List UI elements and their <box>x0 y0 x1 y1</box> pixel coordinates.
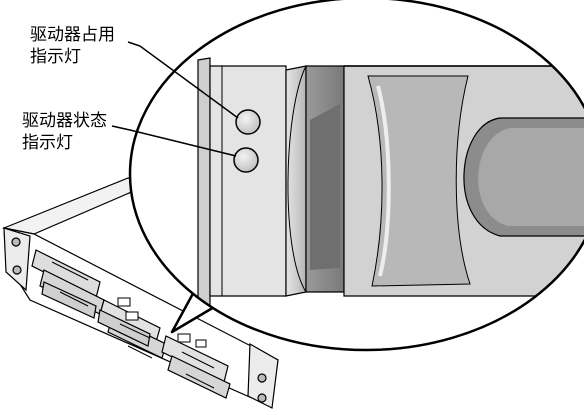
server-chassis <box>1 177 279 409</box>
carrier-recess-inner <box>310 104 340 270</box>
carrier-front-plate <box>209 65 287 297</box>
drive-bay <box>97 309 151 347</box>
activity-indicator-label: 驱动器占用 指示灯 <box>30 24 115 68</box>
leader-lines <box>111 41 239 157</box>
magnified-drive-carrier <box>128 0 584 352</box>
chassis-details <box>51 261 215 389</box>
leader-line-status <box>111 125 237 157</box>
activity-indicator-label-line2: 指示灯 <box>30 47 81 67</box>
leader-line-activity <box>127 41 239 119</box>
screw-icon <box>11 237 21 247</box>
screw-icon <box>257 373 267 383</box>
screw-icon <box>257 393 267 403</box>
chassis-top-surface <box>1 177 152 235</box>
drive-status-led <box>233 147 259 173</box>
carrier-handle <box>285 65 307 297</box>
chassis-left-ear <box>3 227 31 292</box>
status-indicator-label-line1: 驱动器状态 <box>22 111 107 131</box>
activity-indicator-label-line1: 驱动器占用 <box>30 25 115 45</box>
drive-bay <box>41 281 97 319</box>
screw-icon <box>12 265 22 275</box>
status-indicator-label: 驱动器状态 指示灯 <box>22 110 107 154</box>
status-indicator-label-line2: 指示灯 <box>22 133 73 153</box>
drive-activity-led <box>235 109 261 135</box>
carrier-tray-ridge <box>367 75 471 287</box>
drive-bay <box>167 355 231 399</box>
carrier-handle-curve <box>287 65 307 293</box>
